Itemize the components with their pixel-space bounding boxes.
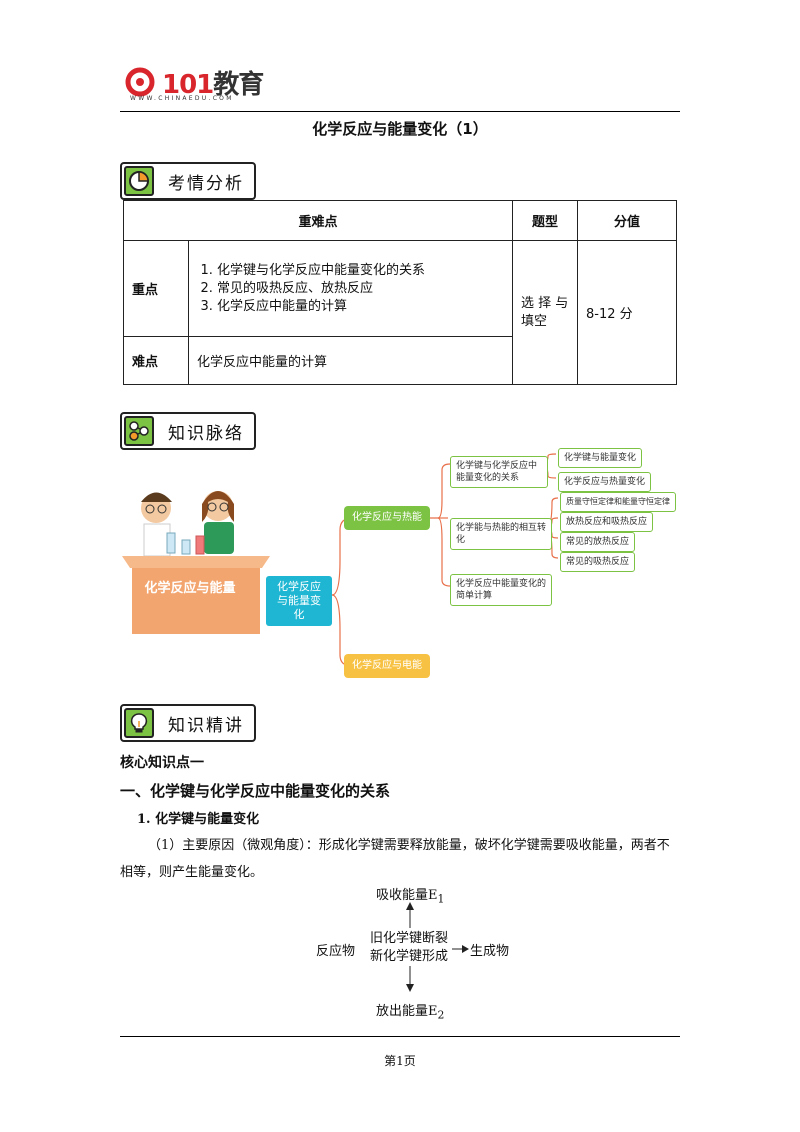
paragraph: （1）主要原因（微观角度）：形成化学键需要释放能量，破坏化学键需要吸收能量，两者… [120, 838, 670, 880]
diagram-product: 生成物 [470, 944, 510, 959]
mindmap-lines [331, 453, 559, 667]
banner-label: 化学反应与能量 [144, 581, 236, 596]
row-label-key: 重点 [123, 240, 189, 337]
header-score: 分值 [577, 200, 677, 241]
logo: 101教育 [162, 70, 264, 100]
header-divider [120, 111, 680, 112]
mindmap-branch-electric: 化学反应与电能 [344, 654, 430, 678]
key-points-table: 重难点 题型 分值 重点 化学键与化学反应中能量变化的关系 常见的吸热反应、放热… [123, 200, 677, 385]
lab-illustration: 化学反应与能量 [122, 478, 270, 638]
diagram-reactant: 反应物 [316, 944, 356, 959]
pie-chart-icon [124, 166, 154, 196]
mindmap-leaf: 常见的吸热反应 [560, 552, 636, 572]
mindmap-sub-calculation: 化学反应中能量变化的简单计算 [450, 574, 552, 606]
mindmap-leaf: 化学反应与热量变化 [558, 472, 652, 492]
mindmap-sub-conversion: 化学能与热能的相互转化 [450, 518, 552, 550]
section-detail: 知识精讲 [120, 704, 256, 742]
question-type: 选 择 与 填空 [512, 240, 578, 385]
diagram-absorb: 吸收能量E1 [376, 888, 445, 906]
list-item: 化学键与化学反应中能量变化的关系 [217, 262, 504, 280]
mindmap-sub-bond: 化学键与化学反应中能量变化的关系 [450, 456, 548, 488]
mindmap-leaf: 质量守恒定律和能量守恒定律 [560, 492, 676, 512]
mindmap-leaf: 常见的放热反应 [560, 532, 636, 552]
section-analysis: 考情分析 [120, 162, 256, 200]
key-points-list: 化学键与化学反应中能量变化的关系 常见的吸热反应、放热反应 化学反应中能量的计算 [188, 240, 513, 337]
mindmap-center: 化学反应与能量变化 [266, 576, 332, 626]
header-key-points: 重难点 [123, 200, 513, 241]
mindmap-leaf: 化学键与能量变化 [558, 448, 643, 468]
arrow-right-icon [452, 945, 469, 953]
scientists-illustration [122, 491, 270, 634]
logo-url: WWW.CHINAEDU.COM [130, 95, 234, 102]
subsection-heading: 1. 化学键与能量变化 [137, 812, 260, 827]
section-heading: 一、化学键与化学反应中能量变化的关系 [120, 782, 391, 800]
difficult-point: 化学反应中能量的计算 [188, 336, 513, 385]
mindmap-branch-heat: 化学反应与热能 [344, 506, 430, 530]
network-icon [124, 416, 154, 446]
header-question-type: 题型 [512, 200, 578, 241]
footer-divider [120, 1036, 680, 1037]
mindmap-leaf: 放热反应和吸热反应 [560, 512, 654, 532]
logo-mark [125, 67, 155, 97]
diagram-release: 放出能量E2 [376, 1004, 445, 1022]
page-number: 第1页 [384, 1054, 416, 1068]
section-context: 知识脉络 [120, 412, 256, 450]
score: 8-12 分 [577, 240, 677, 385]
lightbulb-icon [124, 708, 154, 738]
diagram-bonds: 旧化学键断裂 新化学键形成 [370, 931, 449, 964]
core-heading: 核心知识点一 [120, 755, 204, 771]
row-label-difficult: 难点 [123, 336, 189, 385]
document-title: 化学反应与能量变化（1） [312, 120, 488, 138]
list-item: 常见的吸热反应、放热反应 [217, 280, 504, 298]
list-item: 化学反应中能量的计算 [217, 298, 504, 316]
diagram-arrows [406, 902, 414, 992]
